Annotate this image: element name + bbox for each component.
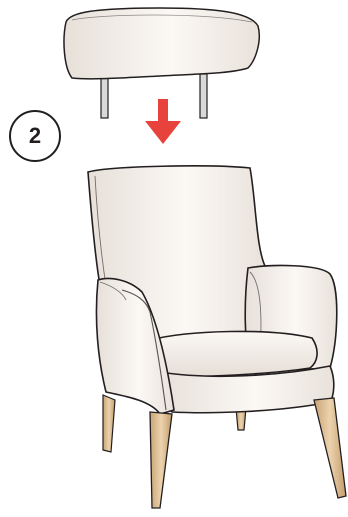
chair-seat-cushion <box>150 331 318 376</box>
headrest-post-right <box>200 74 207 118</box>
chair-leg-front-right <box>314 398 346 498</box>
chair-leg-front-left <box>150 412 172 508</box>
headrest-post-left <box>101 76 108 118</box>
arrow-down-icon <box>145 99 181 144</box>
armchair <box>88 166 346 508</box>
chair-leg-back-left <box>103 395 115 452</box>
